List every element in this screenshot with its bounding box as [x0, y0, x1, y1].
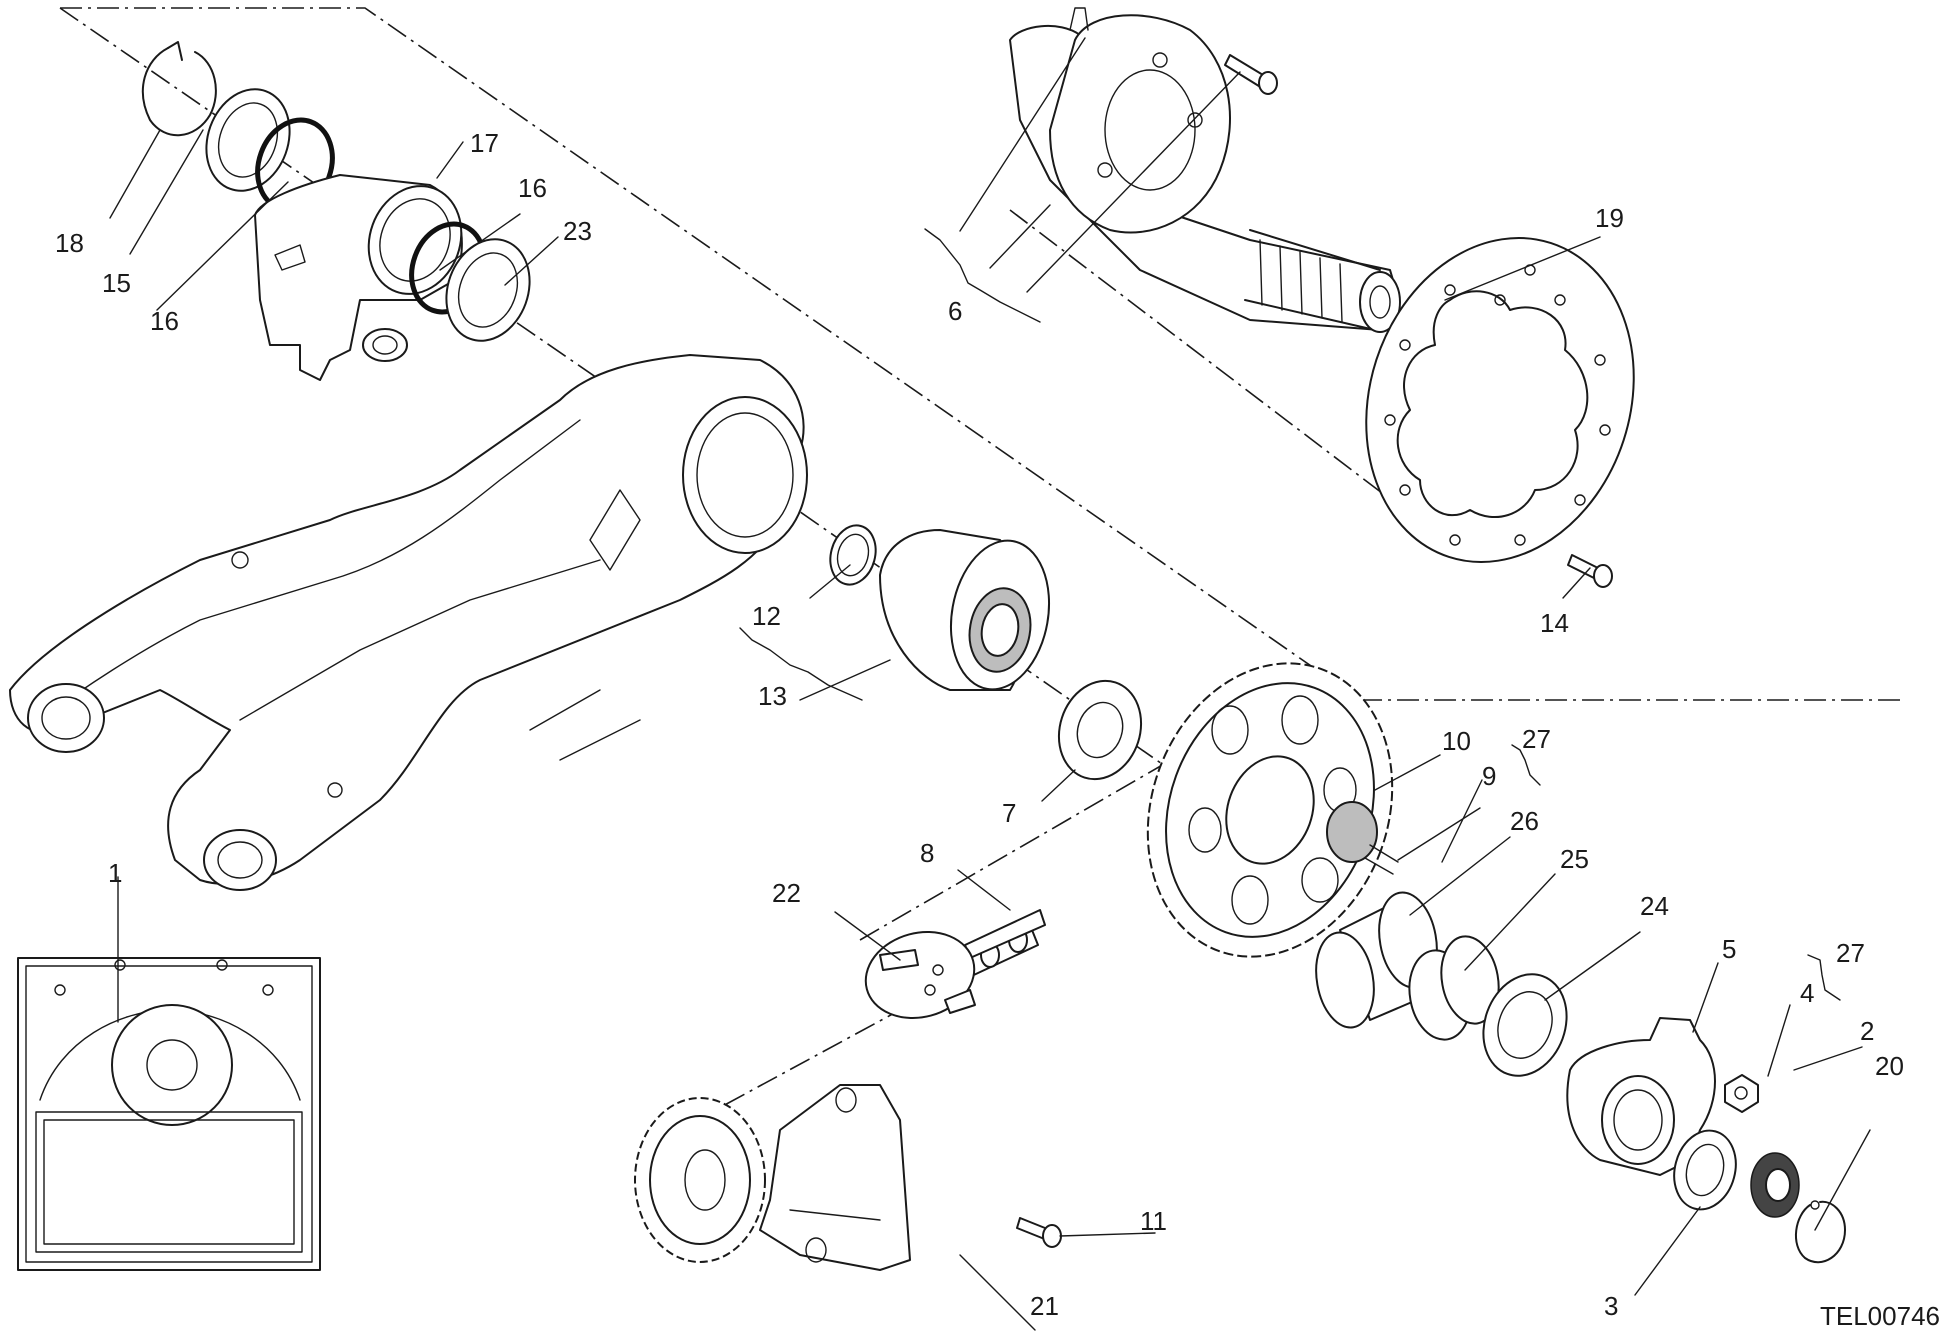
front-sprocket — [634, 1097, 766, 1263]
callout-22: 22 — [772, 878, 801, 908]
callout-15: 15 — [102, 268, 131, 298]
callout-5: 5 — [1722, 934, 1736, 964]
callout-11: 11 — [1140, 1206, 1167, 1236]
disc-bolt-14 — [1567, 554, 1613, 588]
seal-ring-15 — [205, 88, 291, 192]
callout-19: 19 — [1595, 203, 1624, 233]
callout-20: 20 — [1875, 1051, 1904, 1081]
swingarm — [9, 354, 808, 891]
washer-3 — [1673, 1129, 1737, 1211]
leader-lines — [109, 37, 1871, 1331]
callout-6: 6 — [948, 296, 962, 326]
sprocket-cover-21 — [759, 1084, 911, 1271]
circlip-18 — [141, 41, 217, 137]
rear-sprocket-10 — [1146, 662, 1394, 958]
callout-8: 8 — [920, 838, 934, 868]
callout-24: 24 — [1640, 891, 1669, 921]
eccentric-hub-13 — [879, 529, 1051, 691]
callout-23: 23 — [563, 216, 592, 246]
callout-16b: 16 — [150, 306, 179, 336]
callout-2: 2 — [1860, 1016, 1874, 1046]
inset-box-1 — [17, 957, 321, 1271]
callout-18: 18 — [55, 228, 84, 258]
seal-ring-23 — [445, 238, 531, 342]
callout-13: 13 — [758, 681, 787, 711]
ring-nut-2 — [1750, 1152, 1800, 1218]
assembly-boundary-line — [60, 7, 1900, 701]
axle-shaft-6 — [1009, 7, 1401, 333]
chain-kit-22 — [864, 931, 976, 1019]
seal-12 — [829, 524, 877, 586]
callout-27a: 27 — [1522, 724, 1551, 754]
callout-12: 12 — [752, 601, 781, 631]
bush-25 — [1408, 935, 1500, 1041]
callout-16a: 16 — [518, 173, 547, 203]
callout-4: 4 — [1800, 978, 1814, 1008]
stud-9 — [1326, 801, 1399, 875]
drawing-code: TEL00746 — [1820, 1301, 1940, 1331]
callouts: 1 2 3 4 5 6 7 8 9 10 11 12 13 14 15 16 1… — [55, 128, 1904, 1321]
nut-4 — [1724, 1074, 1759, 1113]
callout-10: 10 — [1442, 726, 1471, 756]
callout-14: 14 — [1540, 608, 1569, 638]
spacer-7 — [1057, 679, 1143, 781]
callout-27b: 27 — [1836, 938, 1865, 968]
callout-21: 21 — [1030, 1291, 1059, 1321]
axle-bolt — [1224, 54, 1278, 95]
bracket-17 — [254, 174, 463, 381]
cover-bolt-11 — [1016, 1217, 1062, 1248]
bush-26 — [1315, 891, 1441, 1029]
circlip-20 — [1794, 1200, 1846, 1264]
callout-3: 3 — [1604, 1291, 1618, 1321]
flange-5 — [1566, 1017, 1716, 1176]
callout-25: 25 — [1560, 844, 1589, 874]
callout-7: 7 — [1002, 798, 1016, 828]
callout-26: 26 — [1510, 806, 1539, 836]
callout-9: 9 — [1482, 761, 1496, 791]
brake-disc-19 — [1365, 237, 1635, 563]
callout-17: 17 — [470, 128, 499, 158]
callout-1: 1 — [108, 858, 122, 888]
